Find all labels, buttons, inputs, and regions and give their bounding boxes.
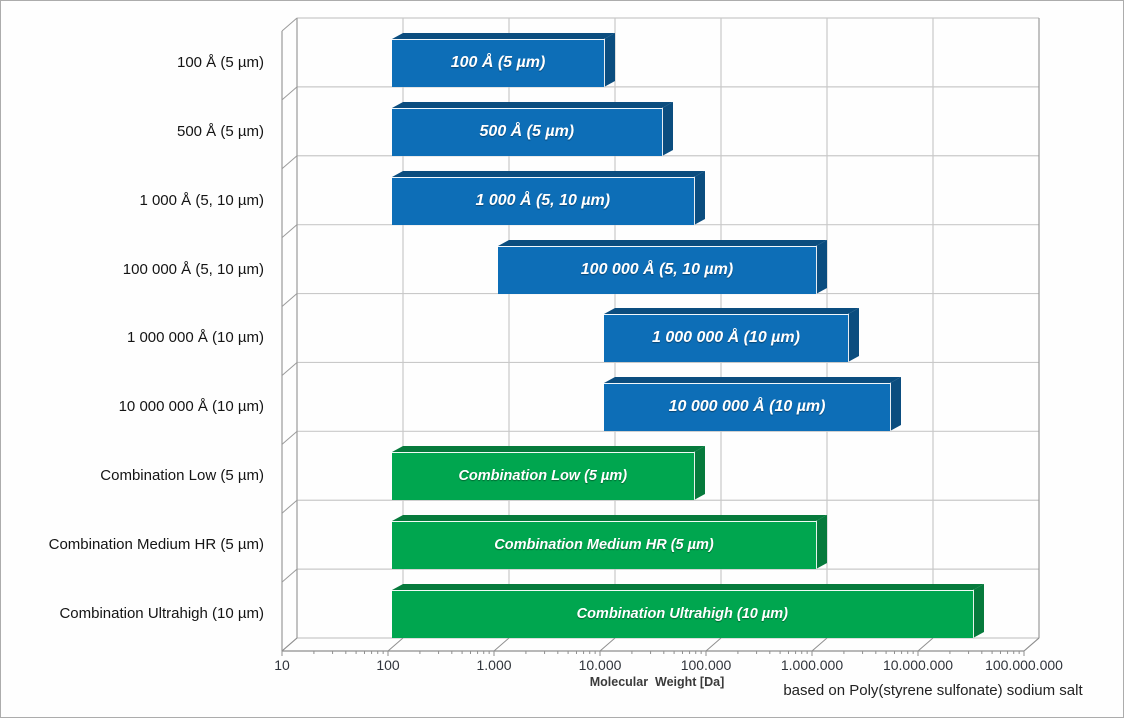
bar-front-face <box>392 590 973 638</box>
calibration-footnote: based on Poly(styrene sulfonate) sodium … <box>783 682 1083 699</box>
bar-side-face <box>972 584 984 638</box>
x-tick-label: 1.000 <box>476 657 512 673</box>
category-label: 10 000 000 Å (10 µm) <box>118 398 264 416</box>
x-tick-label: 1.000.000 <box>780 657 844 673</box>
left-wall-diagonal <box>281 155 298 170</box>
floor-tick-diagonal <box>1023 637 1040 652</box>
floor-tick-diagonal <box>811 637 828 652</box>
bar-value-label: Combination Ultrahigh (10 µm) <box>576 605 788 622</box>
bar-value-label: 100 000 Å (5, 10 µm) <box>580 260 734 278</box>
range-bar-green: Combination Medium HR (5 µm) <box>392 515 828 570</box>
bar-front-face <box>392 452 694 501</box>
floor-tick-diagonal <box>917 637 934 652</box>
range-bar-blue: 500 Å (5 µm) <box>392 101 673 156</box>
left-wall-diagonal <box>281 224 298 239</box>
x-tick-label: 100.000 <box>680 657 732 673</box>
x-tick-label: 100 <box>376 657 400 673</box>
bar-side-face <box>604 32 615 87</box>
bar-side-face <box>693 170 705 225</box>
bar-front-face <box>392 38 604 87</box>
range-bar-blue: 1 000 000 Å (10 µm) <box>604 308 859 363</box>
bar-side-face <box>890 377 902 432</box>
bar-side-face <box>693 446 705 501</box>
left-wall-diagonal <box>281 568 298 583</box>
bar-front-face <box>604 383 891 432</box>
category-label: 100 000 Å (5, 10 µm) <box>122 260 264 278</box>
category-label: Combination Ultrahigh (10 µm) <box>59 605 264 622</box>
range-bar-green: Combination Ultrahigh (10 µm) <box>392 584 984 638</box>
bar-front-face <box>392 107 662 156</box>
x-tick-label: 10.000 <box>578 657 622 673</box>
category-label: 100 Å (5 µm) <box>176 53 264 71</box>
bar-side-face <box>816 239 827 294</box>
range-bar-blue: 1 000 Å (5, 10 µm) <box>392 170 705 225</box>
x-tick-label: 10.000.000 <box>882 657 954 673</box>
left-wall-diagonal <box>281 293 298 307</box>
bar-side-face <box>816 515 827 570</box>
bar-value-label: 10 000 000 Å (10 µm) <box>668 398 826 416</box>
floor-tick-diagonal <box>705 637 722 652</box>
range-bar-blue: 10 000 000 Å (10 µm) <box>604 377 902 432</box>
category-label: Combination Medium HR (5 µm) <box>48 536 264 554</box>
category-label: 500 Å (5 µm) <box>176 122 264 140</box>
category-label: 1 000 Å (5, 10 µm) <box>139 191 264 209</box>
bar-front-face <box>392 521 816 570</box>
range-bar-green: Combination Low (5 µm) <box>392 446 705 501</box>
bar-value-label: 500 Å (5 µm) <box>479 122 575 140</box>
left-wall-diagonal <box>281 499 298 514</box>
left-wall-diagonal <box>281 362 298 376</box>
range-bar-blue: 100 Å (5 µm) <box>392 32 616 87</box>
floor-tick-diagonal <box>493 637 510 652</box>
bar-front-face <box>498 245 816 294</box>
bar-value-label: 100 Å (5 µm) <box>450 53 546 71</box>
range-bar-blue: 100 000 Å (5, 10 µm) <box>498 239 828 294</box>
bar-front-face <box>392 176 694 225</box>
bar-side-face <box>847 308 859 363</box>
left-wall-diagonal <box>281 17 298 32</box>
floor-tick-diagonal <box>281 637 298 652</box>
bar-value-label: 1 000 000 Å (10 µm) <box>651 329 800 347</box>
bar-value-label: Combination Low (5 µm) <box>458 468 628 485</box>
category-label: 1 000 000 Å (10 µm) <box>126 329 264 347</box>
left-wall-diagonal <box>281 430 298 445</box>
x-axis-title: Molecular Weight [Da] <box>589 675 725 689</box>
left-wall-diagonal <box>281 86 298 101</box>
x-tick-label: 10 <box>274 657 290 673</box>
bar-front-face <box>604 314 848 363</box>
bar-value-label: 1 000 Å (5, 10 µm) <box>475 191 611 209</box>
bar-value-label: Combination Medium HR (5 µm) <box>494 537 714 554</box>
floor-tick-diagonal <box>387 637 404 652</box>
bar-side-face <box>661 101 673 156</box>
category-label: Combination Low (5 µm) <box>100 467 264 485</box>
x-tick-label: 100.000.000 <box>985 657 1063 673</box>
floor-tick-diagonal <box>599 637 616 652</box>
